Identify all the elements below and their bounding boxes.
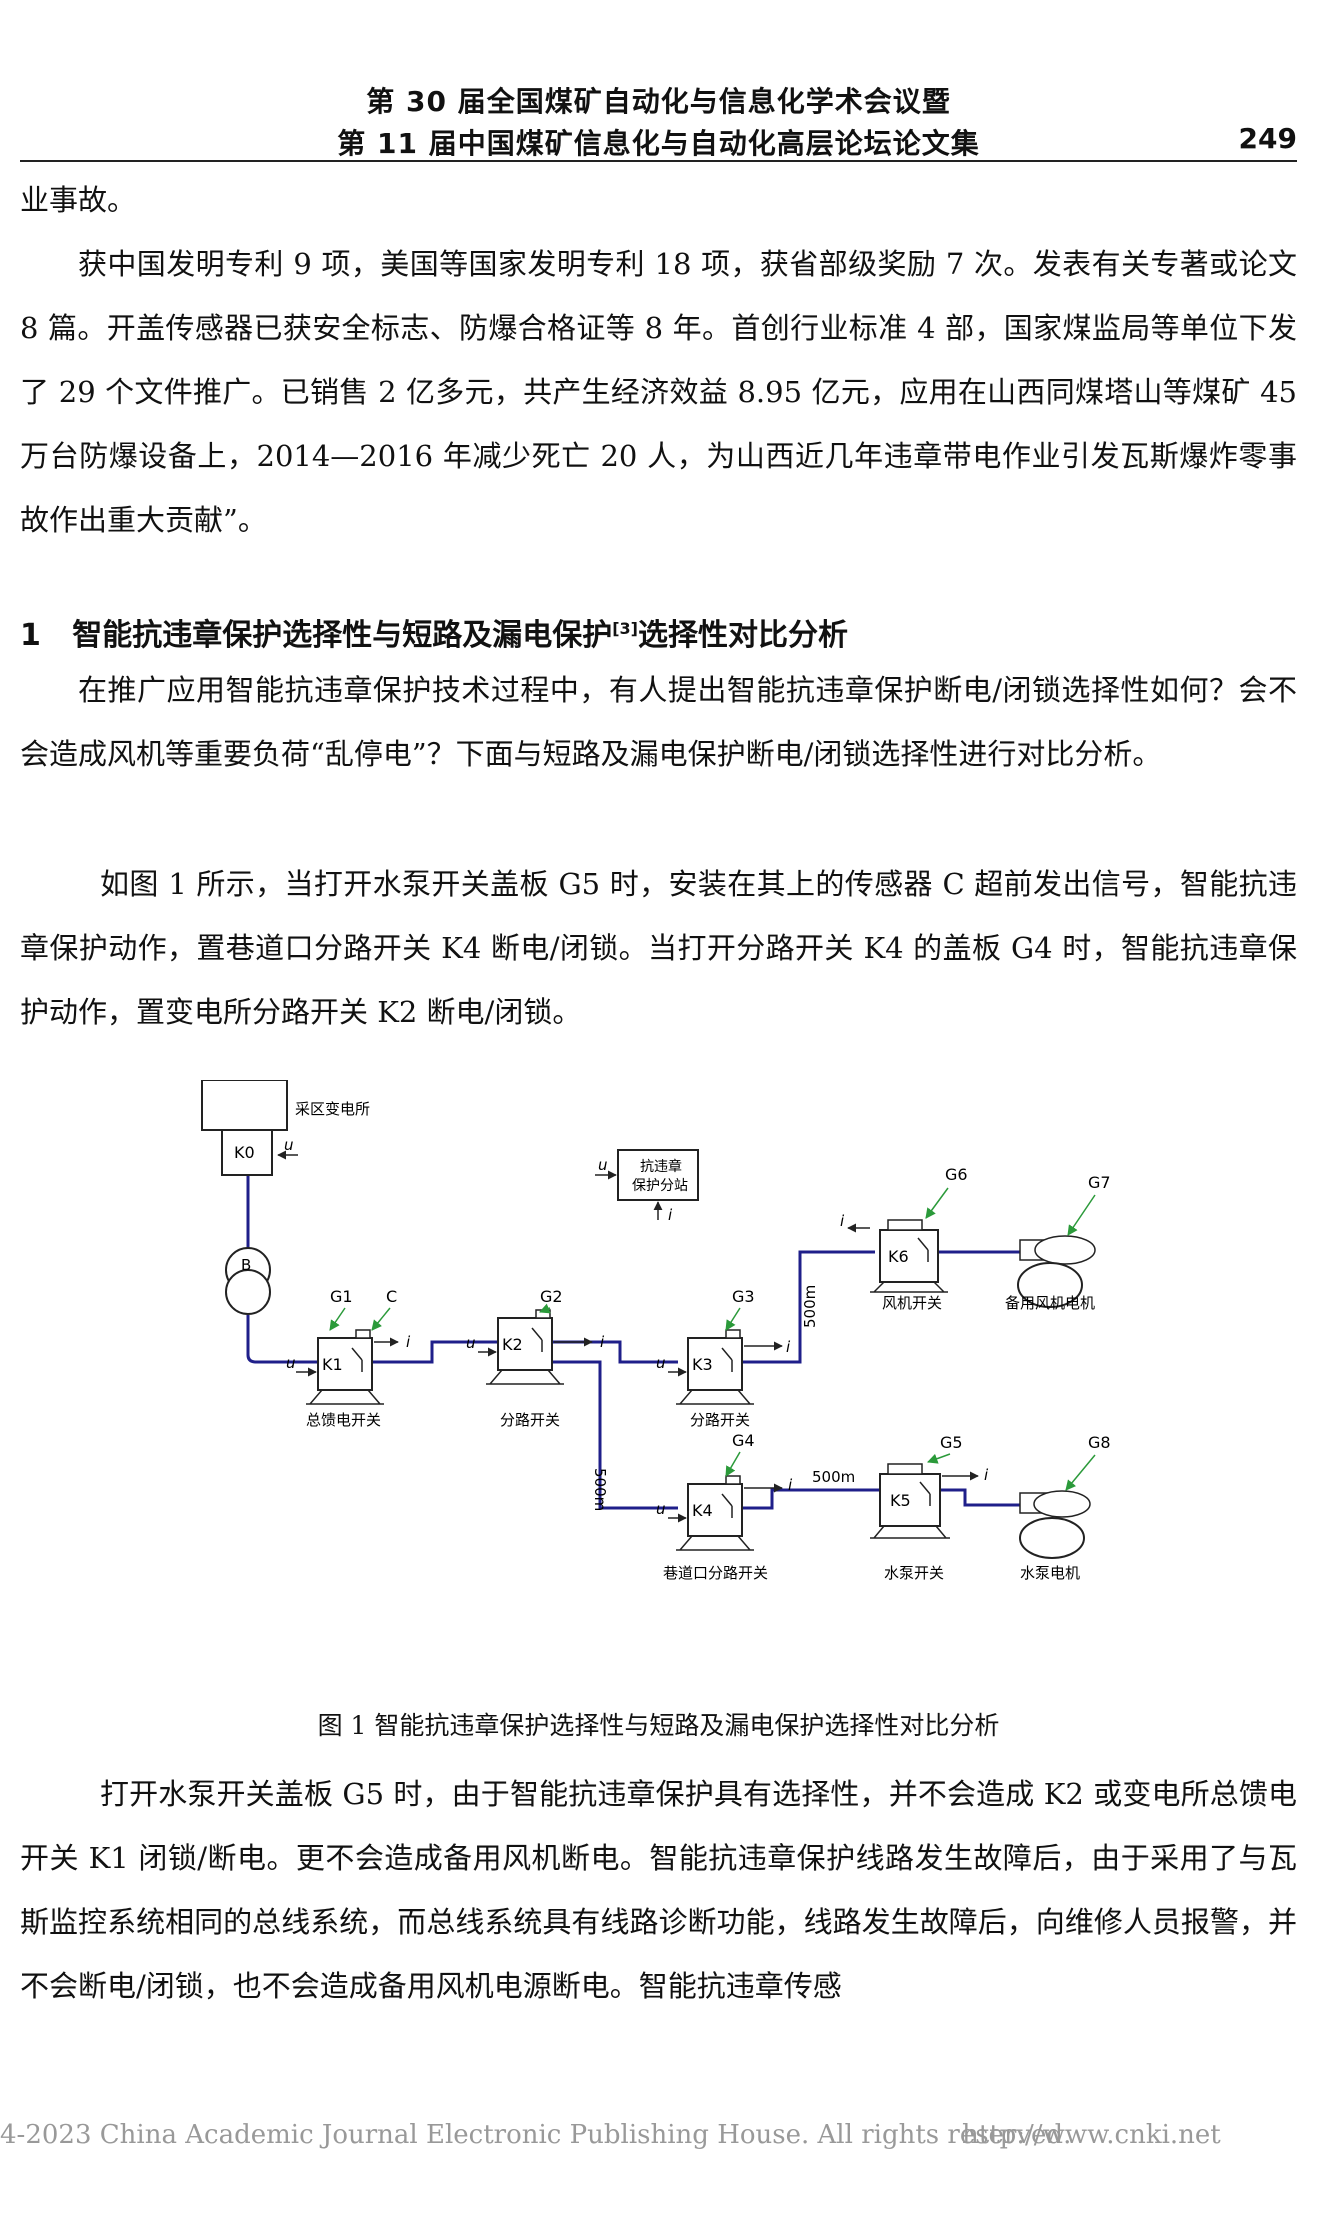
k0-label: K0 xyxy=(234,1143,255,1162)
g5-label: G5 xyxy=(940,1433,963,1452)
k2-u-label: u xyxy=(466,1334,476,1352)
k4-caption: 巷道口分路开关 xyxy=(663,1564,768,1582)
distance-label-vertical-2: 500m xyxy=(591,1468,609,1511)
substation-label: 采区变电所 xyxy=(295,1100,370,1118)
switch-k5: K5 水泵开关 G5 i xyxy=(870,1433,989,1582)
switch-k3: K3 分路开关 G3 i u xyxy=(656,1287,791,1429)
k4-i-label: i xyxy=(788,1476,793,1494)
k5-i-label: i xyxy=(984,1466,989,1484)
k1-caption: 总馈电开关 xyxy=(306,1411,381,1429)
g8-label: G8 xyxy=(1088,1433,1111,1452)
paragraph-1: 业事故。 xyxy=(20,183,137,217)
paragraph-4: 如图 1 所示，当打开水泵开关盖板 G5 时，安装在其上的传感器 C 超前发出信… xyxy=(20,867,1297,1029)
k1-u-label: u xyxy=(286,1354,296,1372)
section-title-b: 选择性对比分析 xyxy=(637,618,848,653)
station-u-label: u xyxy=(598,1156,608,1174)
station-label-2: 保护分站 xyxy=(632,1178,688,1194)
pump-caption: 水泵电机 xyxy=(1020,1564,1080,1582)
g2-label: G2 xyxy=(540,1287,563,1306)
transformer-label: B xyxy=(241,1256,251,1274)
protection-substation: 抗违章 保护分站 u i xyxy=(595,1149,699,1224)
station-label-1: 抗违章 xyxy=(640,1158,682,1175)
k5-caption: 水泵开关 xyxy=(884,1564,944,1582)
k1-label: K1 xyxy=(322,1355,343,1374)
footer-url: http://www.cnki.net xyxy=(962,2120,1221,2150)
k2-i-label: i xyxy=(600,1333,605,1351)
pump-motor: 水泵电机 G8 xyxy=(1019,1433,1111,1582)
g4-label: G4 xyxy=(732,1431,755,1450)
transformer-b: B xyxy=(225,1247,271,1315)
fan-caption: 备用风机电机 xyxy=(1005,1294,1095,1312)
section-reference: [3] xyxy=(612,619,638,638)
g1-label: G1 xyxy=(330,1287,353,1306)
page-header: 第 30 届全国煤矿自动化与信息化学术会议暨 第 11 届中国煤矿信息化与自动化… xyxy=(0,0,1317,162)
figure-1-diagram: 采区变电所 K0 u B 抗违章 保护分站 u i K1 总馈电开关 G1 C … xyxy=(201,1080,1111,1582)
k4-label: K4 xyxy=(692,1501,713,1520)
section-number: 1 xyxy=(20,618,41,653)
section-title-a: 智能抗违章保护选择性与短路及漏电保护 xyxy=(72,618,613,653)
c-label: C xyxy=(386,1287,397,1306)
g7-label: G7 xyxy=(1088,1173,1111,1192)
g3-label: G3 xyxy=(732,1287,755,1306)
k0-u-label: u xyxy=(284,1136,294,1154)
station-i-label: i xyxy=(668,1206,673,1224)
k3-label: K3 xyxy=(692,1355,713,1374)
switch-k1: K1 总馈电开关 G1 C i u xyxy=(286,1287,411,1429)
k3-caption: 分路开关 xyxy=(690,1411,750,1429)
section-heading: 1 智能抗违章保护选择性与短路及漏电保护[3]选择性对比分析 xyxy=(20,610,848,654)
k6-label: K6 xyxy=(888,1247,909,1266)
header-rule xyxy=(20,160,1297,162)
switch-k6: K6 风机开关 G6 i xyxy=(840,1165,968,1312)
paragraph-2: 获中国发明专利 9 项，美国等国家发明专利 18 项，获省部级奖励 7 次。发表… xyxy=(20,247,1297,537)
paragraph-5: 打开水泵开关盖板 G5 时，由于智能抗违章保护具有选择性，并不会造成 K2 或变… xyxy=(20,1777,1297,2003)
distance-label-vertical-1: 500m xyxy=(801,1285,819,1328)
switch-k4: K4 巷道口分路开关 G4 i u xyxy=(656,1431,793,1582)
header-title-line2: 第 11 届中国煤矿信息化与自动化高层论坛论文集 xyxy=(337,127,980,160)
k5-label: K5 xyxy=(890,1491,911,1510)
k2-caption: 分路开关 xyxy=(500,1411,560,1429)
g6-label: G6 xyxy=(945,1165,968,1184)
figure-caption: 图 1 智能抗违章保护选择性与短路及漏电保护选择性对比分析 xyxy=(317,1711,1000,1740)
k2-label: K2 xyxy=(502,1335,523,1354)
header-title-line1: 第 30 届全国煤矿自动化与信息化学术会议暨 xyxy=(366,85,951,118)
footer-copyright: 4-2023 China Academic Journal Electronic… xyxy=(0,2120,1072,2150)
k6-caption: 风机开关 xyxy=(882,1294,942,1312)
page-number: 249 xyxy=(1238,122,1297,155)
k3-u-label: u xyxy=(656,1354,666,1372)
k4-u-label: u xyxy=(656,1500,666,1518)
k1-i-label: i xyxy=(406,1333,411,1351)
distance-label-horizontal: 500m xyxy=(812,1468,855,1486)
k3-i-label: i xyxy=(786,1338,791,1356)
substation: 采区变电所 K0 u xyxy=(201,1080,370,1176)
backup-fan-motor: 备用风机电机 G7 xyxy=(1005,1173,1111,1312)
paragraph-3: 在推广应用智能抗违章保护技术过程中，有人提出智能抗违章保护断电/闭锁选择性如何？… xyxy=(20,673,1297,771)
k6-i-label: i xyxy=(840,1212,845,1230)
switch-k2: K2 分路开关 G2 i u xyxy=(466,1287,605,1429)
